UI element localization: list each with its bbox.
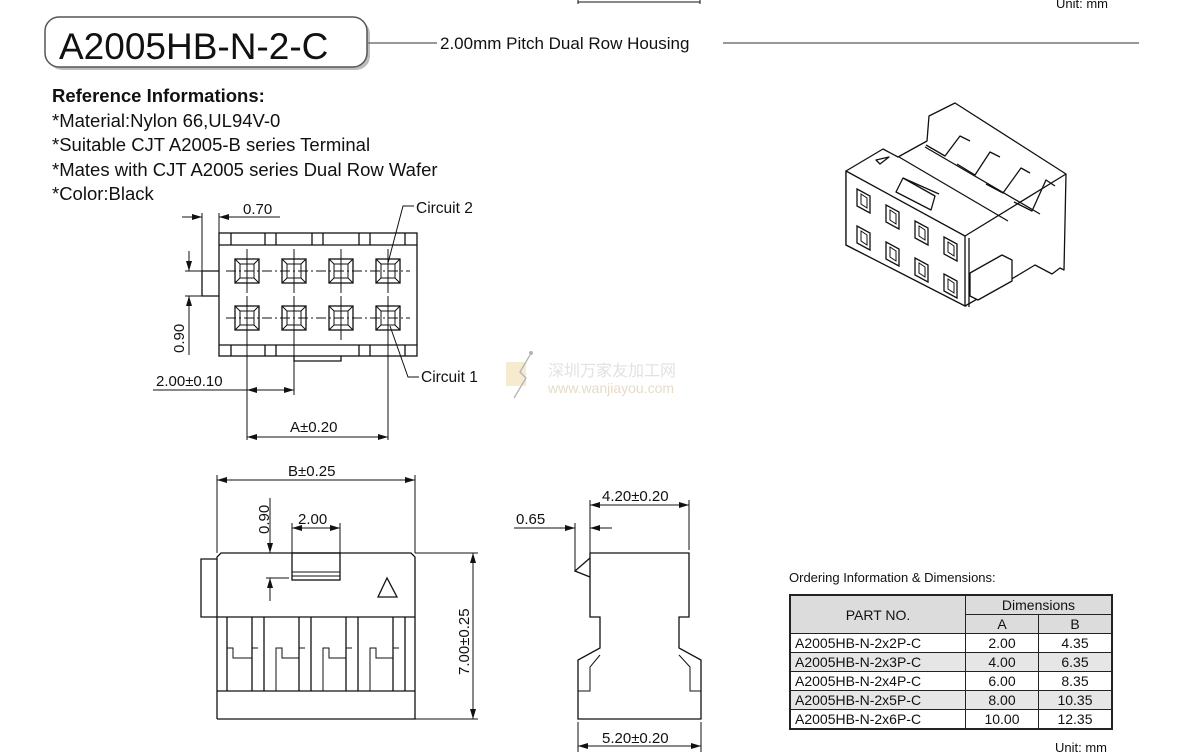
header-dimensions: Dimensions bbox=[965, 594, 1113, 615]
iso-cavity-inner bbox=[860, 230, 868, 246]
dim-b: B±0.25 bbox=[288, 463, 335, 480]
terminal-cavity bbox=[328, 249, 354, 293]
leg-slot bbox=[322, 647, 352, 691]
iso-cavity bbox=[885, 203, 900, 231]
iso-cavity-inner bbox=[860, 193, 868, 209]
iso-cavity-inner bbox=[947, 278, 955, 294]
ordering-table: PART NO. Dimensions A B A2005HB-N-2x2P-C… bbox=[789, 594, 1113, 730]
iso-cavity-inner bbox=[918, 262, 926, 278]
cavity-bevel bbox=[328, 258, 354, 284]
iso-cavity bbox=[856, 187, 871, 215]
iso-cavity bbox=[885, 240, 900, 268]
reference-line: *Material:Nylon 66,UL94V-0 bbox=[52, 110, 281, 131]
iso-cavity-inner bbox=[947, 241, 955, 257]
dim-070: 0.70 bbox=[243, 201, 272, 218]
header-a: A bbox=[965, 614, 1039, 634]
dim-height: 7.00±0.25 bbox=[456, 608, 473, 675]
reference-heading-text: Reference Informations: bbox=[52, 85, 265, 106]
reference-line: *Mates with CJT A2005 series Dual Row Wa… bbox=[52, 159, 438, 180]
reference-line: *Suitable CJT A2005-B series Terminal bbox=[52, 134, 371, 155]
dim-200: 2.00 bbox=[298, 511, 327, 528]
watermark-url: www.wanjiayou.com bbox=[547, 380, 674, 396]
terminal-cavity bbox=[328, 296, 354, 340]
iso-cavity-inner bbox=[889, 246, 897, 262]
leg-slot bbox=[275, 647, 305, 691]
cell-part: A2005HB-N-2x5P-C bbox=[789, 690, 966, 710]
top-view bbox=[153, 205, 419, 440]
side-view bbox=[514, 500, 702, 752]
cavity-bevel bbox=[375, 305, 401, 331]
cell-part: A2005HB-N-2x2P-C bbox=[789, 633, 966, 653]
part-number-title: A2005HB-N-2-C bbox=[59, 26, 328, 67]
unit-label-table: Unit: mm bbox=[1055, 740, 1107, 755]
leg-slot bbox=[369, 647, 399, 691]
cavity-bevel bbox=[234, 258, 260, 284]
cell-b: 8.35 bbox=[1038, 671, 1113, 691]
circuit-1-label: Circuit 1 bbox=[421, 369, 478, 386]
iso-cavity bbox=[943, 272, 958, 300]
isometric-view bbox=[845, 102, 1067, 307]
header-part-no: PART NO. bbox=[789, 594, 966, 634]
cell-a: 8.00 bbox=[965, 690, 1039, 710]
cavity-bevel bbox=[281, 258, 307, 284]
dim-090-top: 0.90 bbox=[171, 324, 188, 353]
cavity-bevel bbox=[234, 305, 260, 331]
terminal-cavity bbox=[234, 249, 260, 293]
watermark bbox=[506, 351, 533, 399]
cavity-bevel bbox=[375, 258, 401, 284]
reference-heading: Reference Informations: bbox=[52, 84, 265, 109]
circuit-2-label: Circuit 2 bbox=[416, 200, 473, 217]
cell-b: 12.35 bbox=[1038, 709, 1113, 730]
cavity-bevel bbox=[328, 305, 354, 331]
cell-a: 2.00 bbox=[965, 633, 1039, 653]
title-badge: A2005HB-N-2-C bbox=[44, 16, 370, 70]
iso-cavity bbox=[914, 219, 929, 247]
dim-bottom: 5.20±0.20 bbox=[602, 730, 669, 747]
cell-a: 10.00 bbox=[965, 709, 1039, 730]
iso-cavity bbox=[914, 256, 929, 284]
iso-cavity bbox=[943, 235, 958, 263]
dim-pitch: 2.00±0.10 bbox=[156, 373, 223, 390]
cell-b: 10.35 bbox=[1038, 690, 1113, 710]
leg-slot bbox=[226, 647, 258, 691]
cavity-bevel bbox=[281, 305, 307, 331]
cell-part: A2005HB-N-2x3P-C bbox=[789, 652, 966, 672]
terminal-cavity bbox=[281, 249, 307, 293]
iso-cavity-holes bbox=[856, 187, 958, 300]
subtitle: 2.00mm Pitch Dual Row Housing bbox=[440, 34, 689, 53]
iso-cavity-inner bbox=[918, 225, 926, 241]
dim-090-front: 0.90 bbox=[256, 505, 273, 534]
cell-part: A2005HB-N-2x4P-C bbox=[789, 671, 966, 691]
dim-065: 0.65 bbox=[516, 511, 545, 528]
dim-a: A±0.20 bbox=[290, 419, 337, 436]
cell-b: 6.35 bbox=[1038, 652, 1113, 672]
dim-depth: 4.20±0.20 bbox=[602, 488, 669, 505]
reference-line: *Color:Black bbox=[52, 183, 154, 204]
cell-part: A2005HB-N-2x6P-C bbox=[789, 709, 966, 730]
terminal-cavity bbox=[375, 249, 401, 293]
cell-a: 4.00 bbox=[965, 652, 1039, 672]
cutoff-dimension bbox=[577, 0, 701, 4]
watermark-cn: 深圳万家友加工网 bbox=[548, 362, 676, 380]
unit-label-top: Unit: mm bbox=[1056, 0, 1108, 11]
cell-b: 4.35 bbox=[1038, 633, 1113, 653]
header-b: B bbox=[1038, 614, 1113, 634]
iso-cavity bbox=[856, 224, 871, 252]
ordering-title: Ordering Information & Dimensions: bbox=[789, 570, 996, 585]
iso-cavity-inner bbox=[889, 209, 897, 225]
cell-a: 6.00 bbox=[965, 671, 1039, 691]
front-view bbox=[200, 475, 478, 720]
